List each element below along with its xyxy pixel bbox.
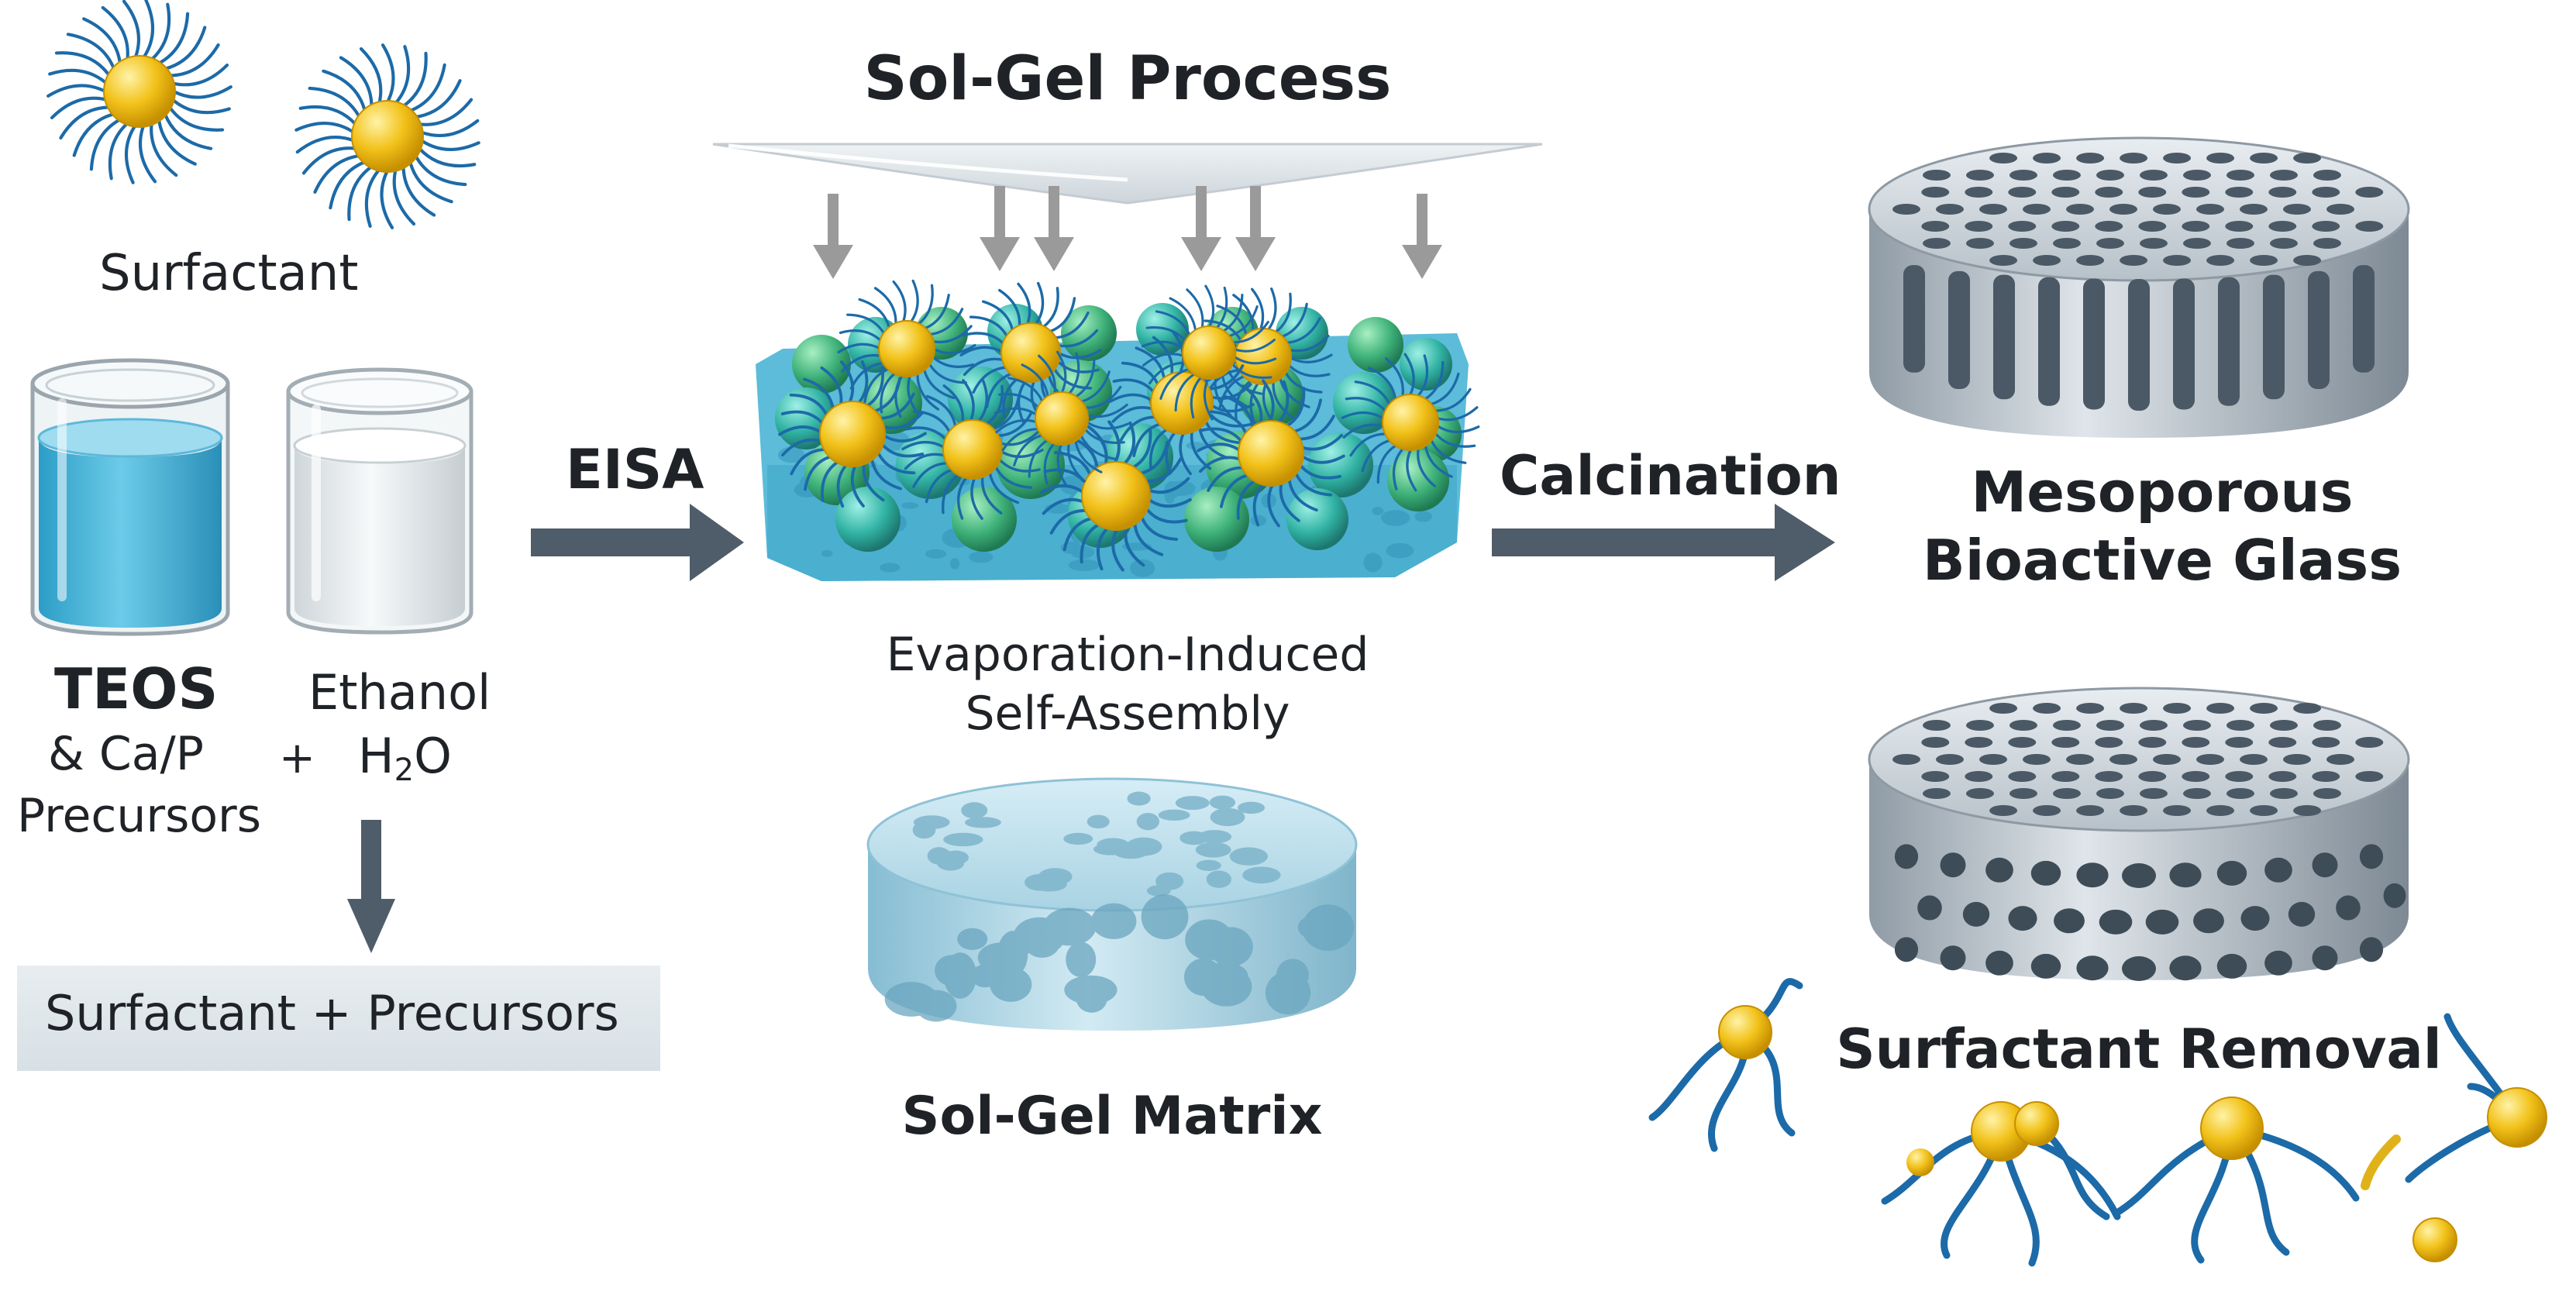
eisa-arrow-icon <box>531 504 744 581</box>
sol-gel-matrix-label: Sol-Gel Matrix <box>901 1086 1323 1147</box>
calcination-arrow-icon <box>1492 504 1835 581</box>
surfactant-molecule-icon <box>1648 978 2547 1267</box>
evaporation-lens-icon <box>712 143 1543 205</box>
bioactive-glass-label: Bioactive Glass <box>1922 528 2402 593</box>
surfactant-removal-label: Surfactant Removal <box>1836 1017 2442 1081</box>
water-h: H <box>358 728 394 784</box>
water-subscript: 2 <box>394 752 415 788</box>
precursors-label: Precursors <box>17 789 261 843</box>
ethanol-label: Ethanol <box>308 664 491 721</box>
eisa-assembly-block <box>756 279 1480 581</box>
water-o: O <box>414 728 452 784</box>
mixture-box <box>17 966 660 1071</box>
mesoporous-disk-icon <box>1868 687 2410 981</box>
beaker-icon <box>30 358 230 636</box>
beaker-icon <box>286 367 474 635</box>
water-label: H2O <box>358 728 452 788</box>
eisa-full-line-1: Evaporation-Induced <box>886 628 1369 682</box>
down-arrow-icon <box>347 820 395 953</box>
teos-label: TEOS <box>54 656 219 721</box>
ca-p-label: & Ca/P <box>48 727 204 781</box>
plus-label: + <box>279 733 315 783</box>
calcination-label: Calcination <box>1500 444 1841 508</box>
mesoporous-label: Mesoporous <box>1971 460 2354 525</box>
surfactant-label: Surfactant <box>99 245 359 302</box>
eisa-label: EISA <box>566 438 704 501</box>
sol-gel-process-title: Sol-Gel Process <box>863 44 1392 114</box>
surfactant-micelle-icon <box>294 43 480 229</box>
mixture-label: Surfactant + Precursors <box>45 985 619 1041</box>
evaporation-arrows <box>813 186 1442 279</box>
mesoporous-disk-icon <box>1868 136 2410 438</box>
sol-gel-matrix-disk <box>866 777 1358 1031</box>
eisa-full-line-2: Self-Assembly <box>965 687 1290 741</box>
surfactant-micelle-icon <box>46 0 232 184</box>
